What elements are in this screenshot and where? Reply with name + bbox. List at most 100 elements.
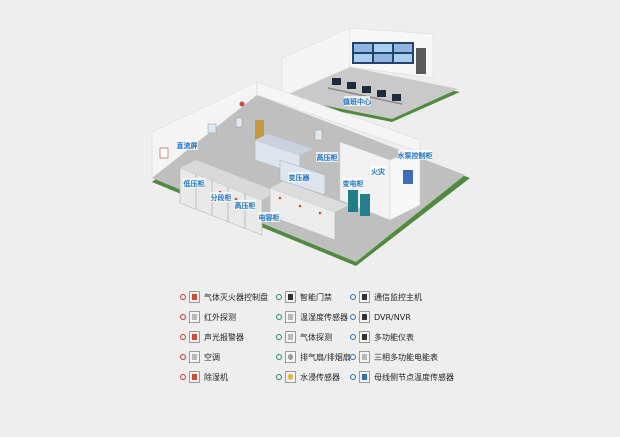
smart-access-control-icon <box>285 291 296 303</box>
high-voltage-cabinet-2-label: 高压柜 <box>317 153 338 162</box>
legend-item: 气体灭火器控制盘 <box>180 290 268 304</box>
status-dot-icon <box>180 334 186 340</box>
gas-detector-icon <box>285 331 296 343</box>
low-voltage-row-top <box>270 181 349 212</box>
distribution-cabinet-label: 分段柜 <box>211 193 232 202</box>
legend-item-label: 通信监控主机 <box>374 292 422 302</box>
legend-item-label: DVR/NVR <box>374 312 411 322</box>
legend-item-label: 智能门禁 <box>300 292 332 302</box>
legend-item: 三相多功能电能表 <box>350 350 438 364</box>
legend-item: DVR/NVR <box>350 310 411 324</box>
cabinet-indicator <box>234 197 238 201</box>
status-dot-icon <box>276 354 282 360</box>
high-voltage-label-bg <box>234 200 256 210</box>
operator-monitor <box>377 90 386 97</box>
legend-item-label: 三相多功能电能表 <box>374 352 438 362</box>
legend-item: 多功能仪表 <box>350 330 414 344</box>
legend-item: 红外探测 <box>180 310 236 324</box>
multifunction-meter-icon <box>359 331 370 343</box>
cabinet-indicator <box>318 211 322 215</box>
video-wall-panel <box>354 44 372 52</box>
low-voltage-cabinet-label: 低压柜 <box>183 179 205 188</box>
legend-item: 母线侧节点温度传感器 <box>350 370 454 384</box>
legend-item: 温湿度传感器 <box>276 310 348 324</box>
status-dot-icon <box>180 374 186 380</box>
transformer-cabinet <box>360 194 370 216</box>
video-wall-panel <box>374 44 392 52</box>
entrance-door <box>255 120 264 140</box>
substation-back-wall <box>256 81 421 153</box>
dehumidifier-icon <box>189 371 200 383</box>
status-dot-icon <box>276 314 282 320</box>
busbar-temperature-sensor-icon <box>359 371 370 383</box>
monitor-center-label-bg <box>344 96 370 106</box>
air-conditioner-icon <box>189 351 200 363</box>
legend-item-label: 声光报警器 <box>204 332 244 342</box>
status-dot-icon <box>276 334 282 340</box>
low-voltage-label-bg <box>183 178 205 188</box>
substation-room: 直流屏 低压柜 分段柜 高压柜 电容柜 变压器 高压柜 变电柜 火灾 水泵控制柜 <box>151 81 470 266</box>
legend: 气体灭火器控制盘红外探测声光报警器空调除湿机智能门禁温湿度传感器气体探测排气扇/… <box>180 290 480 390</box>
operator-monitor <box>392 94 401 101</box>
legend-item-label: 温湿度传感器 <box>300 312 348 322</box>
dc-screen-label: 直流屏 <box>177 141 198 150</box>
sound-light-alarm-icon <box>189 331 200 343</box>
dvr-nvr-icon <box>359 311 370 323</box>
high-voltage-cabinet-label: 高压柜 <box>235 201 256 210</box>
operator-monitor <box>347 82 356 89</box>
transformer-label-bg <box>288 172 310 182</box>
status-dot-icon <box>276 294 282 300</box>
three-phase-energy-meter-icon <box>359 351 370 363</box>
legend-item-label: 气体灭火器控制盘 <box>204 292 268 302</box>
temperature-humidity-sensor-icon <box>285 311 296 323</box>
legend-item-label: 水浸传感器 <box>300 372 340 382</box>
distribution-label-bg <box>210 192 232 202</box>
status-dot-icon <box>350 294 356 300</box>
server-rack <box>416 48 426 74</box>
infrared-detector-icon <box>189 311 200 323</box>
video-wall-panel <box>394 44 412 52</box>
status-dot-icon <box>276 374 282 380</box>
fire-label-bg <box>370 166 386 176</box>
status-dot-icon <box>350 334 356 340</box>
legend-item: 智能门禁 <box>276 290 332 304</box>
legend-item-label: 母线侧节点温度传感器 <box>374 372 454 382</box>
video-wall-panel <box>374 54 392 62</box>
communication-host-icon <box>359 291 370 303</box>
monitor-center-label: 值班中心 <box>343 97 371 106</box>
legend-item: 排气扇/排烟扇 <box>276 350 351 364</box>
transformer-label: 变压器 <box>289 173 311 182</box>
video-wall-panel <box>394 54 412 62</box>
status-dot-icon <box>180 314 186 320</box>
legend-item-label: 除湿机 <box>204 372 228 382</box>
switchgear-row-top <box>180 160 278 200</box>
legend-item-label: 红外探测 <box>204 312 236 322</box>
monitor-center-room: 值班中心 <box>281 27 460 122</box>
transformer-room-label: 变电柜 <box>343 179 364 188</box>
capacitor-cabinet-label: 电容柜 <box>259 213 280 222</box>
status-dot-icon <box>350 314 356 320</box>
cabinet-indicator <box>278 196 282 200</box>
legend-item: 通信监控主机 <box>350 290 422 304</box>
operator-monitor <box>332 78 341 85</box>
status-dot-icon <box>350 374 356 380</box>
legend-item: 除湿机 <box>180 370 228 384</box>
water-pump-control-label: 水泵控制柜 <box>398 151 433 160</box>
transformer-cabinet <box>348 190 358 212</box>
legend-item-label: 排气扇/排烟扇 <box>300 352 351 362</box>
legend-item: 空调 <box>180 350 220 364</box>
water-pump-cabinet <box>403 170 413 184</box>
transformer-unit-top <box>255 134 313 155</box>
cabinet-indicator <box>298 204 302 208</box>
status-dot-icon <box>180 294 186 300</box>
legend-item-label: 空调 <box>204 352 220 362</box>
wall-window <box>235 117 243 128</box>
high-voltage-2-label-bg <box>316 152 338 162</box>
legend-item: 声光报警器 <box>180 330 244 344</box>
wall-window <box>207 123 217 134</box>
fire-room-label: 火灾 <box>371 167 385 176</box>
legend-item-label: 多功能仪表 <box>374 332 414 342</box>
status-dot-icon <box>350 354 356 360</box>
